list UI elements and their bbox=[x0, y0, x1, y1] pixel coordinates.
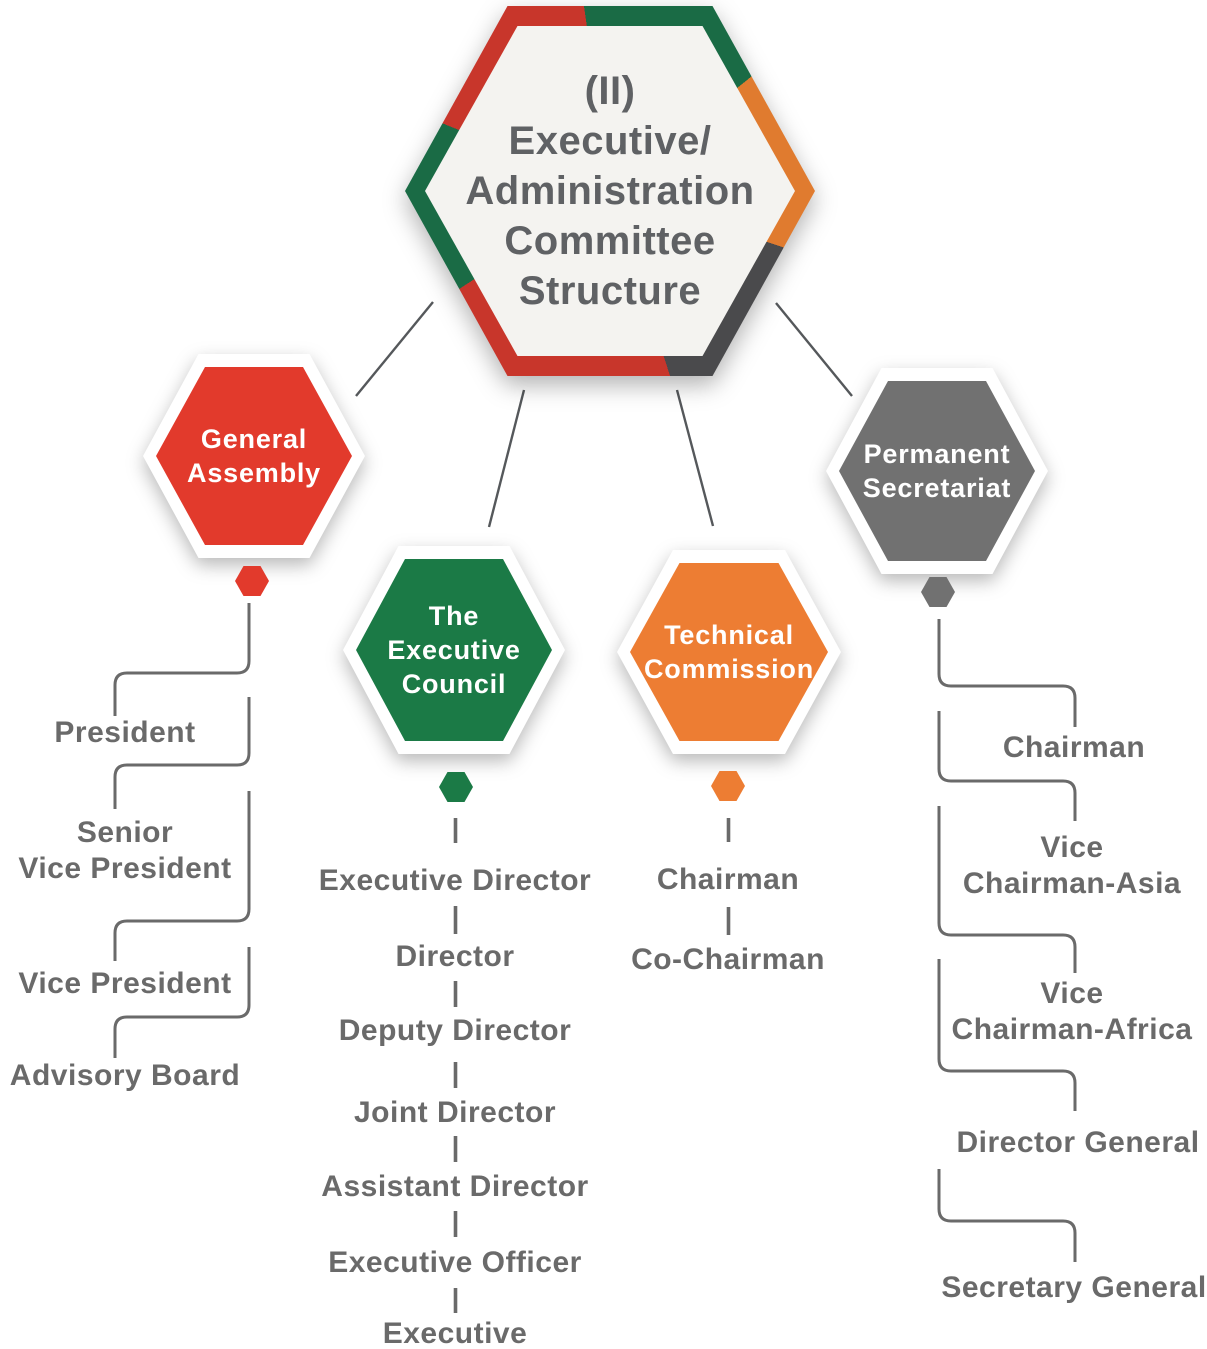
list-item: Vice President bbox=[18, 966, 231, 1002]
list-item: Advisory Board bbox=[10, 1058, 240, 1094]
list-item: Director General bbox=[956, 1125, 1199, 1161]
connector-hexagon-orange bbox=[711, 771, 745, 801]
bracket-segment bbox=[113, 603, 251, 716]
list-item-line: Executive Director bbox=[318, 864, 592, 897]
root-title: (II) Executive/ Administration Committee… bbox=[405, 6, 815, 376]
list-item: Vice Chairman-Asia bbox=[963, 830, 1181, 902]
bracket-segment bbox=[937, 806, 1077, 973]
node-executive-council: The Executive Council bbox=[343, 546, 565, 754]
root-title-line: Structure bbox=[518, 269, 702, 313]
root-title-line: Committee bbox=[504, 219, 716, 263]
hexagon-fill bbox=[630, 563, 828, 741]
node-label-line: Secretariat bbox=[862, 473, 1012, 503]
bracket-segment bbox=[113, 947, 251, 1058]
list-item-line: Senior bbox=[76, 816, 174, 849]
list-item: Chairman bbox=[1003, 730, 1145, 766]
list-item-line: Executive bbox=[382, 1317, 528, 1349]
list-item: Chairman bbox=[657, 862, 799, 898]
list-item: Senior Vice President bbox=[18, 815, 231, 887]
node-label-line: Permanent bbox=[863, 439, 1011, 469]
list-item-line: Vice bbox=[1040, 977, 1104, 1010]
list-item-line: Vice bbox=[1040, 831, 1104, 864]
root-title-line: (II) bbox=[584, 69, 636, 113]
list-item: Director bbox=[395, 939, 514, 975]
list-item-line: Director General bbox=[956, 1126, 1200, 1159]
list-item-line: Chairman-Asia bbox=[962, 867, 1182, 900]
bracket-segment bbox=[113, 791, 251, 961]
root-title-line: Administration bbox=[465, 169, 755, 213]
list-item-line: Chairman bbox=[1002, 731, 1146, 764]
hexagon-fill bbox=[839, 381, 1035, 561]
list-item-line: Chairman-Africa bbox=[951, 1013, 1193, 1046]
node-root-committee: (II) Executive/ Administration Committee… bbox=[405, 6, 815, 376]
root-link-general-assembly bbox=[355, 301, 434, 397]
list-item-line: Assistant Director bbox=[321, 1170, 589, 1203]
list-item: Deputy Director bbox=[339, 1013, 572, 1049]
bracket-segment bbox=[937, 959, 1077, 1111]
list-item-line: Chairman bbox=[656, 863, 800, 896]
list-item: Co-Chairman bbox=[631, 942, 825, 978]
node-label-line: Executive bbox=[387, 635, 521, 665]
bracket-segment bbox=[937, 619, 1077, 727]
node-technical-commission: Technical Commission bbox=[617, 550, 841, 754]
list-item: Executive bbox=[383, 1316, 528, 1349]
root-link-permanent-secretariat bbox=[775, 302, 853, 397]
root-title-line: Executive/ bbox=[508, 119, 712, 163]
root-link-technical-commission bbox=[675, 389, 715, 527]
node-label-line: Technical bbox=[664, 620, 794, 650]
list-item-line: Secretary General bbox=[941, 1271, 1207, 1304]
node-label: Technical Commission bbox=[617, 550, 841, 754]
bracket-segment bbox=[937, 711, 1077, 821]
node-label: Permanent Secretariat bbox=[826, 368, 1048, 574]
list-item-line: Co-Chairman bbox=[631, 943, 825, 976]
bracket-segment bbox=[113, 697, 251, 809]
list-item-line: Vice President bbox=[18, 967, 232, 1000]
list-item-line: Joint Director bbox=[353, 1096, 557, 1129]
node-label-line: Commission bbox=[643, 654, 815, 684]
list-item: Vice Chairman-Africa bbox=[952, 976, 1193, 1048]
root-link-executive-council bbox=[487, 389, 526, 528]
bracket-segment bbox=[937, 1169, 1077, 1262]
list-item: Executive Director bbox=[319, 863, 591, 899]
node-label-line: The bbox=[428, 601, 480, 631]
node-label-line: Council bbox=[401, 669, 507, 699]
node-label: General Assembly bbox=[143, 354, 365, 558]
node-general-assembly: General Assembly bbox=[143, 354, 365, 558]
list-item-line: Vice President bbox=[18, 852, 232, 885]
node-label: The Executive Council bbox=[343, 546, 565, 754]
list-item-line: Director bbox=[395, 940, 515, 973]
list-item-line: Executive Officer bbox=[328, 1246, 582, 1279]
node-label-line: Assembly bbox=[187, 458, 321, 488]
list-item-line: President bbox=[54, 716, 196, 749]
list-item-line: Advisory Board bbox=[9, 1059, 241, 1092]
list-item-line: Deputy Director bbox=[338, 1014, 572, 1047]
list-item: Secretary General bbox=[941, 1270, 1206, 1306]
node-label-line: General bbox=[200, 424, 308, 454]
list-item: Assistant Director bbox=[321, 1169, 588, 1205]
node-permanent-secretariat: Permanent Secretariat bbox=[826, 368, 1048, 574]
list-item: Executive Officer bbox=[328, 1245, 582, 1281]
connector-hexagon-gray bbox=[921, 577, 955, 607]
list-item: Joint Director bbox=[354, 1095, 556, 1131]
list-item: President bbox=[54, 715, 195, 751]
